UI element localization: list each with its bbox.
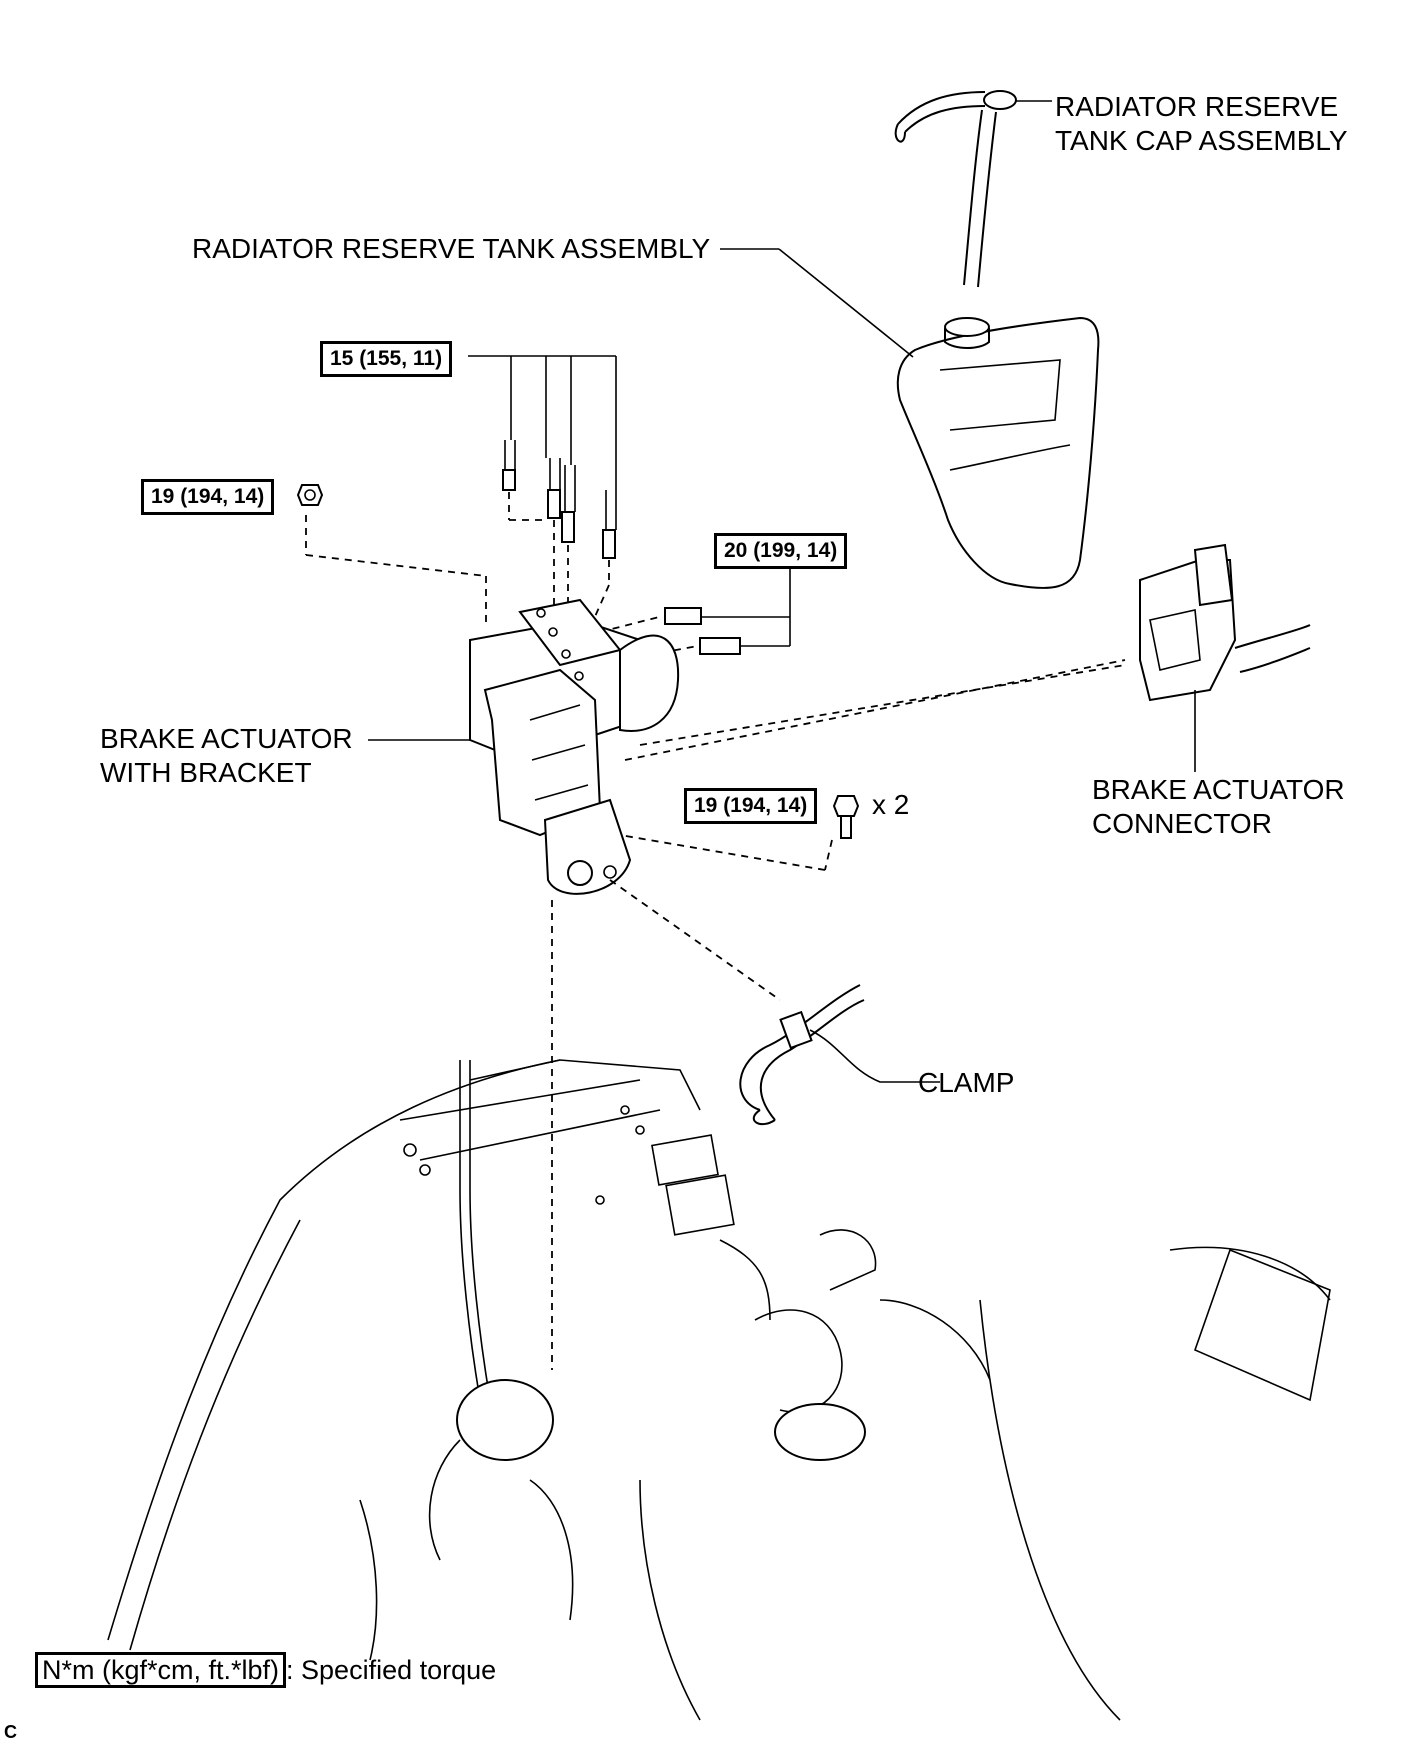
- brake-actuator-label: BRAKE ACTUATOR WITH BRACKET: [100, 722, 353, 790]
- brake-lines: [468, 355, 617, 656]
- torque-legend: N*m (kgf*cm, ft.*lbf): Specified torque: [35, 1652, 496, 1688]
- actuator-connector-label-line1: BRAKE ACTUATOR: [1092, 774, 1345, 805]
- reserve-tank-illustration: [720, 248, 1100, 590]
- engine-bay-illustration: [107, 1059, 1331, 1721]
- corner-mark: C: [4, 1722, 17, 1742]
- cap-assembly-label-line1: RADIATOR RESERVE: [1055, 91, 1339, 122]
- actuator-connector-illustration: [1139, 543, 1311, 772]
- clamp-illustration: [609, 879, 940, 1126]
- torque-nut: 19 (194, 14): [141, 479, 275, 515]
- cap-assembly-label-line2: TANK CAP ASSEMBLY: [1055, 125, 1348, 156]
- reserve-tank-cap-illustration: [894, 90, 1052, 288]
- tank-assembly-label: RADIATOR RESERVE TANK ASSEMBLY: [192, 233, 711, 264]
- cap-assembly-label: RADIATOR RESERVE TANK CAP ASSEMBLY: [1055, 90, 1348, 158]
- legend-description: : Specified torque: [286, 1655, 497, 1685]
- legend-units: N*m (kgf*cm, ft.*lbf): [35, 1652, 287, 1688]
- clamp-label: CLAMP: [918, 1067, 1015, 1098]
- brake-actuator-illustration: [368, 598, 680, 1370]
- actuator-connector-label: BRAKE ACTUATOR CONNECTOR: [1092, 773, 1345, 841]
- torque-brake-lines: 15 (155, 11): [320, 341, 453, 377]
- torque-bolts: 19 (194, 14): [684, 788, 818, 824]
- actuator-connector-label-line2: CONNECTOR: [1092, 808, 1272, 839]
- brake-actuator-label-line1: BRAKE ACTUATOR: [100, 723, 353, 754]
- nut-fastener: [296, 484, 487, 625]
- bolt-multiplier: x 2: [872, 789, 910, 820]
- brake-actuator-label-line2: WITH BRACKET: [100, 757, 312, 788]
- bolt-fasteners: [619, 659, 1126, 871]
- torque-side-lines: 20 (199, 14): [714, 533, 848, 569]
